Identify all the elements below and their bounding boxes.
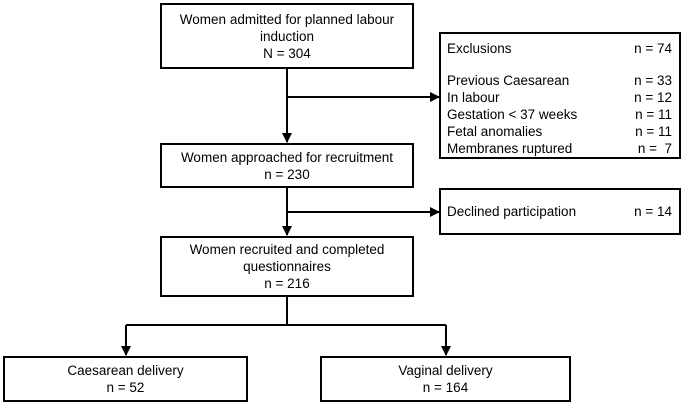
declined-label: Declined participation xyxy=(447,204,577,219)
declined-row: Declined participation n = 14 xyxy=(447,203,672,220)
exclusion-item: Gestation < 37 weeks n = 11 xyxy=(447,107,672,122)
approached-count: n = 230 xyxy=(264,166,310,182)
recruited-line1: Women recruited and completed xyxy=(189,242,385,257)
declined-box: Declined participation n = 14 xyxy=(439,188,681,235)
exclusions-box: Exclusions n = 74 Previous Caesarean n =… xyxy=(439,32,681,159)
exclusions-header: Exclusions n = 74 xyxy=(447,40,672,57)
admitted-line2: induction xyxy=(259,28,315,44)
approached-box: Women approached for recruitment n = 230 xyxy=(160,143,414,188)
approached-line1: Women approached for recruitment xyxy=(180,149,394,165)
exclusion-item: Fetal anomalies n = 11 xyxy=(447,124,672,139)
exclusions-title: Exclusions xyxy=(447,41,512,56)
exclusions-total: n = 74 xyxy=(634,41,672,56)
admitted-line1: Women admitted for planned labour xyxy=(179,11,395,27)
exclusion-item: Membranes ruptured n = 7 xyxy=(447,141,672,156)
vaginal-label: Vaginal delivery xyxy=(398,363,493,378)
caesarean-box: Caesarean delivery n = 52 xyxy=(3,356,248,402)
caesarean-label: Caesarean delivery xyxy=(67,363,184,378)
exclusion-item: In labour n = 12 xyxy=(447,90,672,105)
recruited-line2: questionnaires xyxy=(243,259,331,274)
vaginal-count: n = 164 xyxy=(422,380,469,395)
recruited-count: n = 216 xyxy=(264,276,310,291)
admitted-count: N = 304 xyxy=(263,45,311,61)
declined-count: n = 14 xyxy=(634,204,672,219)
exclusion-item: Previous Caesarean n = 33 xyxy=(447,73,672,88)
vaginal-box: Vaginal delivery n = 164 xyxy=(320,356,571,402)
recruited-box: Women recruited and completed questionna… xyxy=(160,236,414,297)
admitted-box: Women admitted for planned labour induct… xyxy=(160,3,414,69)
caesarean-count: n = 52 xyxy=(106,380,145,395)
